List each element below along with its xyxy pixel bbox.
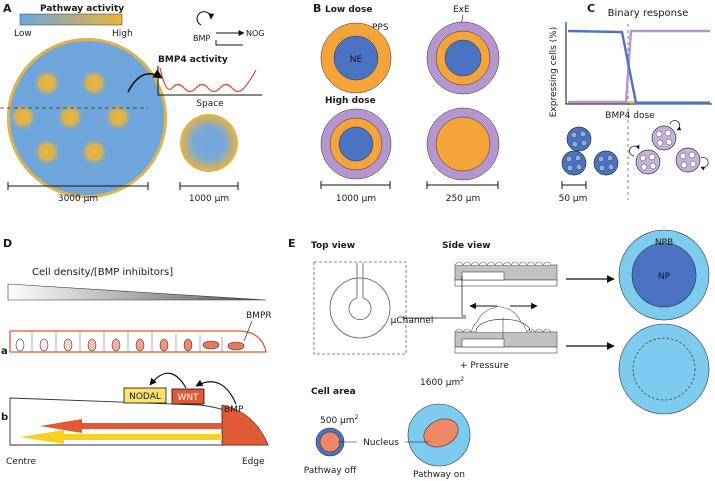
panel-b: B Low dose PPS ExE NE High dose 1000 [313,2,500,204]
low-dose-label: Low dose [325,5,372,15]
area-large-label: 1600 µm2 [420,376,464,388]
bmp4-activity-title: BMP4 activity [158,55,228,65]
high-dose-small-colony [426,107,500,181]
scale-label-small: 1000 µm [189,194,229,204]
top-view-label: Top view [311,241,355,251]
svg-text:NODAL: NODAL [129,392,161,402]
nodal-box: NODAL [123,387,167,404]
binary-response-title: Binary response [608,8,689,19]
nucleus-label: Nucleus [363,438,399,448]
edge-region [221,404,269,446]
density-label: Cell density/[BMP inhibitors] [32,267,173,278]
activity-wave [159,67,257,93]
c-axes [565,22,712,105]
panel-b-label: B [313,2,321,15]
side-view-device-pressure [454,306,558,354]
panel-c-label: C [587,2,595,15]
wnt-box: WNT [171,388,205,405]
large-colony [0,38,167,198]
low-dose-small-colony [426,21,500,95]
centre-label: Centre [6,457,37,467]
pressurized-colony [618,323,710,415]
uchannel-label: µChannel [391,316,434,326]
sub-a-label: a [1,346,8,357]
c-ylabel: Expressing cells (%) [549,27,559,118]
density-wedge [7,283,267,301]
panel-e-label: E [288,237,296,250]
ne-label: NE [350,55,363,65]
blue-colony-3 [593,150,619,176]
legend-title: Pathway activity [40,4,124,14]
small-cell [315,427,345,457]
scale-label-b-left: 1000 µm [336,194,376,204]
blue-colony-1 [566,126,592,152]
high-dose-large-colony [320,108,392,180]
wnt-gradient-arrow [40,419,222,433]
bmp-autoloop-icon [196,11,215,26]
exe-label: ExE [453,5,470,15]
small-colony [180,114,238,172]
pps-label: PPS [372,23,389,33]
cell-area-label: Cell area [311,387,356,397]
side-view-label: Side view [442,241,491,251]
bmpr-label: BMPR [246,311,272,321]
bmp-d-label: BMP [224,405,244,415]
purple-colony-1 [651,120,682,151]
inhibition-arrow [215,40,243,46]
pressure-label: + Pressure [460,361,509,371]
panel-e: E Top view Side view µChannel + Pressure [288,229,710,480]
panel-a: A Pathway activity Low High 3000 µm [0,2,264,204]
top-view-device [313,261,407,355]
nog-label: NOG [246,29,264,38]
scale-label-b-right: 250 µm [446,194,481,204]
zoom-arrow [127,69,163,93]
side-view-device-top [454,261,558,287]
svg-text:WNT: WNT [177,393,199,403]
purple-colonies [629,120,709,175]
purple-trace [568,29,710,104]
activity-axes [157,66,262,96]
pathway-off-label: Pathway off [304,466,357,476]
edge-label: Edge [242,457,265,467]
panel-d: D Cell density/[BMP inhibitors] a [1,237,272,467]
activity-legend-bar [19,13,123,26]
blue-trace [567,29,710,105]
blue-colonies [561,126,619,176]
panel-c: C Binary response Expressing cells (%) B… [549,2,712,204]
legend-low: Low [14,29,32,39]
c-xlabel: BMP4 dose [605,111,655,121]
low-dose-large-colony [320,22,392,94]
scale-label-c: 50 µm [559,194,588,204]
blue-colony-2 [561,150,587,176]
np-label: NP [658,272,671,282]
purple-colony-2 [629,144,661,175]
high-dose-label: High dose [325,96,376,106]
space-label: Space [196,99,224,109]
panel-a-label: A [3,2,12,15]
large-cell [407,403,471,467]
npb-label: NPB [655,238,673,248]
scale-label-large: 3000 µm [58,194,98,204]
bmp-to-wnt-arrow [195,379,237,405]
area-small-label: 500 µm2 [320,414,359,426]
panel-d-label: D [3,237,12,250]
np-colony [618,229,710,321]
epithelium-cells [9,330,267,353]
purple-colony-3 [675,147,709,173]
pathway-on-label: Pathway on [413,470,465,480]
bmp-label: BMP [193,34,210,43]
nodal-gradient-arrow [20,430,222,444]
wnt-to-nodal-arrow [149,372,187,389]
legend-high: High [112,29,133,39]
sub-b-label: b [1,412,8,423]
